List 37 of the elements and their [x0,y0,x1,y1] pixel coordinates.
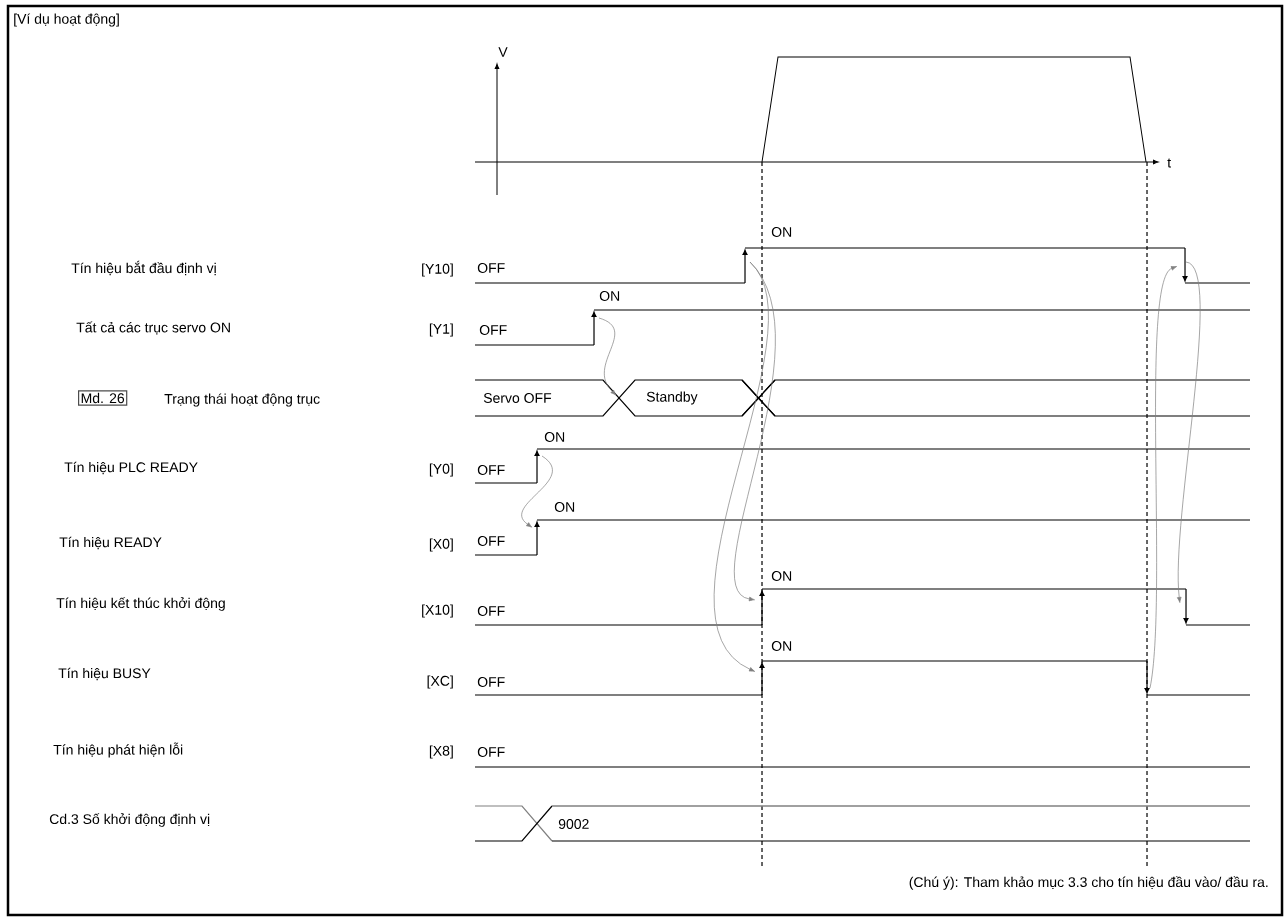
signal-address: [Y1] [429,323,453,337]
state-label: OFF [477,465,505,475]
axis-label: t [1167,158,1171,168]
state-label: OFF [477,606,505,616]
status-box: Md. 26 [78,390,128,406]
state-label: OFF [477,677,505,687]
signal-name: Tín hiệu kết thúc khởi động [56,597,225,611]
signal-name: Trạng thái hoạt động trục [164,393,320,407]
bus-value: 9002 [558,819,589,829]
state-label: OFF [479,325,507,335]
signal-name: Tín hiệu BUSY [58,667,151,681]
signal-name: Cd.3 Số khởi động định vị [49,813,210,827]
signal-address: [X10] [422,604,453,618]
title: [Ví dụ hoạt động] [14,13,119,27]
state-label: OFF [477,263,505,273]
bus-value: Standby [646,391,698,405]
state-label: ON [599,291,620,301]
signal-name: Tín hiệu phát hiện lỗi [53,742,183,758]
state-label: ON [771,227,792,237]
signal-name: Tất cả các trục servo ON [76,321,230,335]
state-label: ON [771,641,792,651]
signal-address: [X8] [429,745,453,759]
axis-label: V [498,47,508,57]
state-label: ON [554,502,575,512]
signal-name: Tín hiệu bắt đầu định vị [71,260,216,276]
signal-name: Tín hiệu PLC READY [64,461,198,475]
signal-address: [Y10] [422,263,453,277]
signal-name: Tín hiệu READY [59,536,162,550]
signal-address: [XC] [427,675,453,689]
state-label: ON [544,432,565,442]
state-label: OFF [477,747,505,757]
state-label: OFF [477,536,505,546]
signal-address: [Y0] [429,463,453,477]
note: (Chú ý): Tham khảo mục 3.3 cho tín hiệu đầu vào/ đầu ra. [909,876,1268,890]
signal-address: [X0] [429,538,453,552]
bus-value: Servo OFF [483,393,552,403]
state-label: ON [771,571,792,581]
